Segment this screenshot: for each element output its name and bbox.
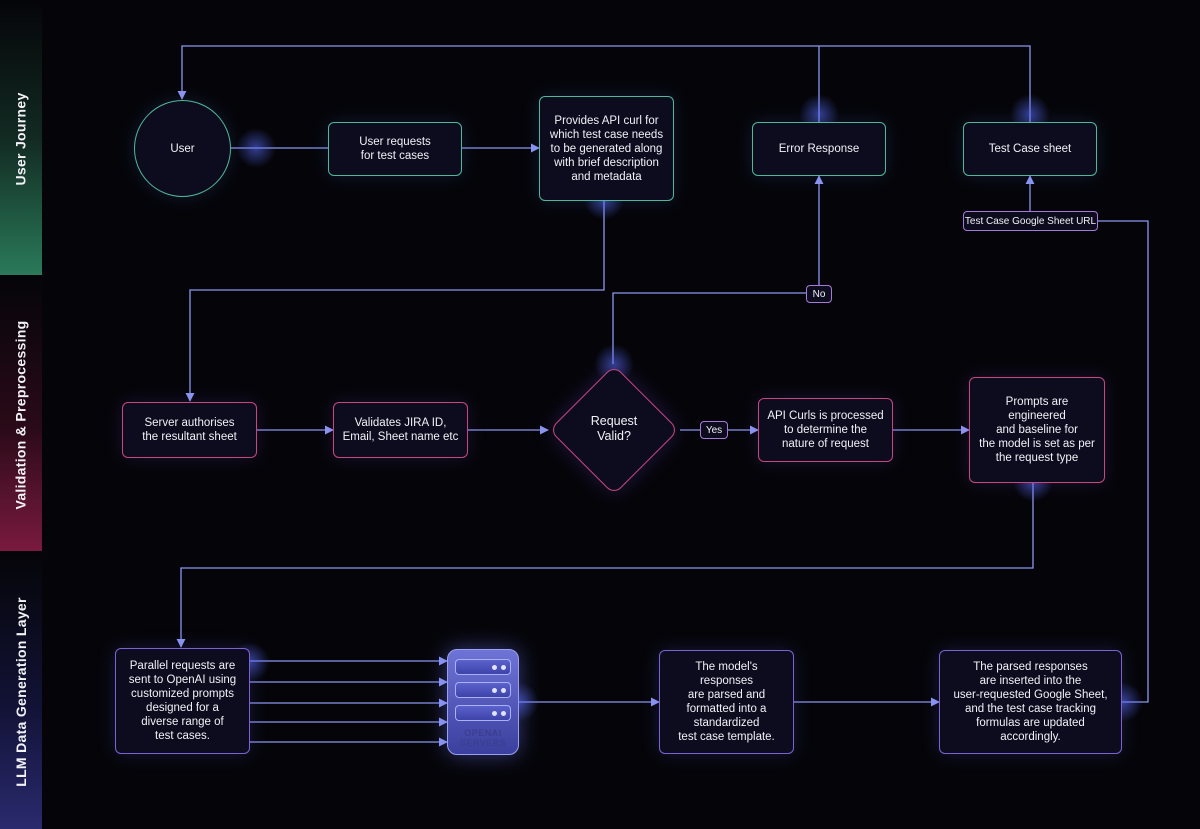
sheet-url-label: Test Case Google Sheet URL	[963, 211, 1098, 231]
prompts-engineered-node: Prompts are engineered and baseline for …	[969, 377, 1105, 483]
user-node: User	[134, 100, 231, 197]
lane-user-journey: User Journey	[0, 2, 42, 275]
lane-validation-preprocessing: Validation & Preprocessing	[0, 278, 42, 551]
request-valid-label: Request Valid?	[590, 414, 638, 443]
openai-servers-icon: OPENAI SERVERS	[447, 649, 519, 755]
validates-node: Validates JIRA ID, Email, Sheet name etc	[333, 402, 468, 458]
yes-label: Yes	[700, 421, 728, 439]
user-requests-node: User requests for test cases	[328, 122, 462, 176]
no-label: No	[806, 285, 832, 303]
error-response-node: Error Response	[752, 122, 886, 176]
server-label-line2: SERVERS	[459, 738, 507, 748]
lane-llm-generation: LLM Data Generation Layer	[0, 554, 42, 829]
user-node-label: User	[170, 142, 195, 155]
responses-inserted-node: The parsed responses are inserted into t…	[939, 650, 1122, 754]
responses-parsed-node: The model's responses are parsed and for…	[659, 650, 794, 754]
server-label-line1: OPENAI	[464, 728, 502, 738]
edge-provides-to-authorise	[185, 200, 605, 402]
test-case-sheet-node: Test Case sheet	[963, 122, 1097, 176]
edge-prompts-to-parallel	[176, 483, 1034, 648]
parallel-requests-node: Parallel requests are sent to OpenAI usi…	[115, 648, 250, 754]
api-curls-processed-node: API Curls is processed to determine the …	[758, 398, 893, 462]
provides-api-curl-node: Provides API curl for which test case ne…	[539, 96, 674, 201]
server-authorises-node: Server authorises the resultant sheet	[122, 402, 257, 458]
edge-loop-to-user	[177, 45, 1031, 122]
edge-decision-to-no	[612, 292, 806, 364]
